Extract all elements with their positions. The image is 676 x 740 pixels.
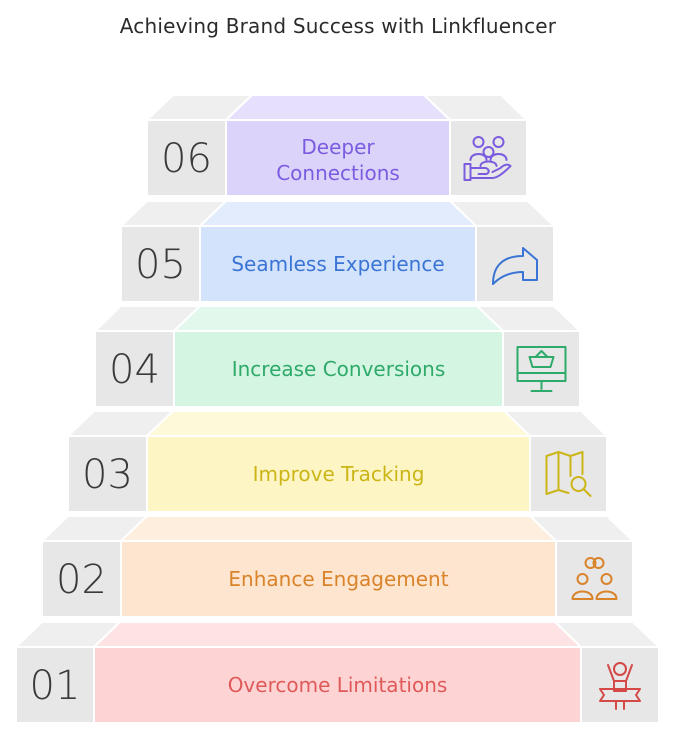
step-label-block <box>146 435 531 513</box>
step-label: Seamless Experience <box>231 252 444 276</box>
step-number-block <box>15 646 95 724</box>
step-label: Increase Conversions <box>232 357 446 381</box>
step-center-cap <box>118 515 559 542</box>
step-number-block <box>146 119 227 197</box>
step-label-line: Deeper <box>301 135 375 159</box>
step-number-block <box>94 330 175 408</box>
step-label: Enhance Engagement <box>228 567 448 591</box>
step-center-cap <box>171 305 506 332</box>
linked-people-icon <box>571 557 618 600</box>
step-icon-block <box>555 540 634 618</box>
step-label-line: Connections <box>276 161 400 185</box>
step-number: 04 <box>109 347 160 393</box>
step-number: 06 <box>161 136 212 182</box>
step-icon-block <box>449 119 528 197</box>
monitor-cart-icon <box>516 346 567 392</box>
step-label: Overcome Limitations <box>228 673 448 697</box>
step-icon-block <box>580 646 660 724</box>
step-label: Improve Tracking <box>253 462 425 486</box>
celebrating-person-icon <box>599 662 641 710</box>
curved-arrow-icon <box>492 247 538 285</box>
step-number: 03 <box>82 452 133 498</box>
step-01: 01 Overcome Limitations <box>13 621 662 724</box>
step-number-block <box>67 435 148 513</box>
step-icon-block <box>475 225 555 303</box>
step-center-cap <box>91 621 584 648</box>
diagram-title: Achieving Brand Success with Linkfluence… <box>119 14 557 38</box>
step-icon-block <box>529 435 608 513</box>
map-search-icon <box>545 451 592 497</box>
step-center-cap <box>144 410 533 437</box>
step-03: 03 Improve Tracking <box>65 410 610 513</box>
step-label-block <box>120 540 557 618</box>
step-center-cap <box>197 200 479 227</box>
step-04: 04 Increase Conversions <box>92 305 583 408</box>
step-number-block <box>120 225 201 303</box>
step-number: 01 <box>30 663 81 709</box>
step-02: 02 Enhance Engagement <box>39 515 636 618</box>
step-center-cap <box>223 94 453 121</box>
step-label-block <box>93 646 582 724</box>
step-number: 02 <box>56 557 107 603</box>
step-number-block <box>41 540 122 618</box>
step-label-block <box>225 119 451 197</box>
hand-holding-people-icon <box>463 136 512 181</box>
step-label-block <box>199 225 477 303</box>
step-label-block <box>173 330 504 408</box>
step-number: 05 <box>135 242 186 288</box>
step-icon-block <box>502 330 581 408</box>
step-05: 05 Seamless Experience <box>118 200 557 303</box>
